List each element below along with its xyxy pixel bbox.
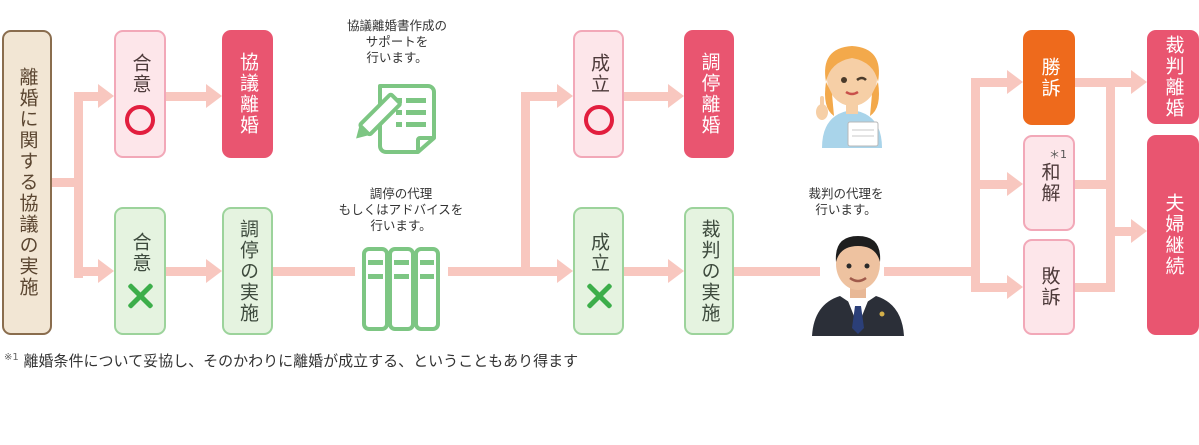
wakai-footnote-mark: ＊1 [1049, 148, 1067, 161]
start-label: 離婚に関する協議の実施 [16, 67, 39, 298]
footnote: ※1 離婚条件について妥協し、そのかわりに離婚が成立する、ということもあり得ます [4, 350, 578, 371]
seiritsu-ok-box: 成立 [573, 30, 624, 158]
saiban-jisshi-label: 裁判の実施 [698, 218, 721, 324]
chotei-rikon-label: 調停離婚 [698, 52, 721, 136]
kyogi-rikon-box: 協議離婚 [222, 30, 273, 158]
footnote-text: 離婚条件について妥協し、そのかわりに離婚が成立する、ということもあり得ます [18, 352, 579, 370]
kyogi-rikon-label: 協議離婚 [237, 52, 259, 136]
seiritsu-ng-label: 成立 [588, 232, 610, 274]
chotei-jisshi-box: 調停の実施 [222, 207, 273, 335]
wakai-label: 和解 [1038, 162, 1061, 204]
chotei-rikon-box: 調停離婚 [684, 30, 734, 158]
seiritsu-ng-box: 成立 [573, 207, 624, 335]
document-pen-icon [356, 84, 436, 154]
lawyer-portrait [812, 236, 904, 336]
haiso-box: 敗訴 [1023, 239, 1075, 335]
agree-ng-box: 合意 [114, 207, 166, 335]
chotei-advice-note: 調停の代理 もしくはアドバイスを 行います。 [338, 186, 464, 233]
seiritsu-ok-label: 成立 [588, 53, 610, 95]
cross-icon [585, 282, 613, 310]
agree-ok-box: 合意 [114, 30, 166, 158]
chotei-jisshi-label: 調停の実施 [237, 218, 259, 324]
saiban-jisshi-box: 裁判の実施 [684, 207, 734, 335]
circle-icon [125, 105, 155, 135]
saiban-rikon-label: 裁判離婚 [1162, 35, 1185, 119]
agree-ng-label: 合意 [129, 232, 152, 274]
saiban-rikon-box: 裁判離婚 [1147, 30, 1199, 124]
agree-ok-label: 合意 [129, 53, 152, 95]
cross-icon [126, 282, 154, 310]
shoso-box: 勝訴 [1023, 30, 1075, 125]
fufu-keizoku-box: 夫婦継続 [1147, 135, 1199, 335]
woman-staff-illustration [816, 46, 882, 148]
fufu-keizoku-label: 夫婦継続 [1162, 193, 1185, 277]
start-box: 離婚に関する協議の実施 [2, 30, 52, 335]
footnote-mark: ※1 [4, 352, 19, 363]
binders-icon [362, 247, 440, 331]
wakai-box: ＊1 和解 [1023, 135, 1075, 231]
saiban-agent-note: 裁判の代理を 行います。 [808, 186, 884, 217]
kyogi-support-note: 協議離婚書作成の サポートを 行います。 [346, 18, 447, 65]
circle-icon [583, 105, 614, 135]
haiso-label: 敗訴 [1038, 266, 1061, 308]
shoso-label: 勝訴 [1038, 56, 1061, 99]
